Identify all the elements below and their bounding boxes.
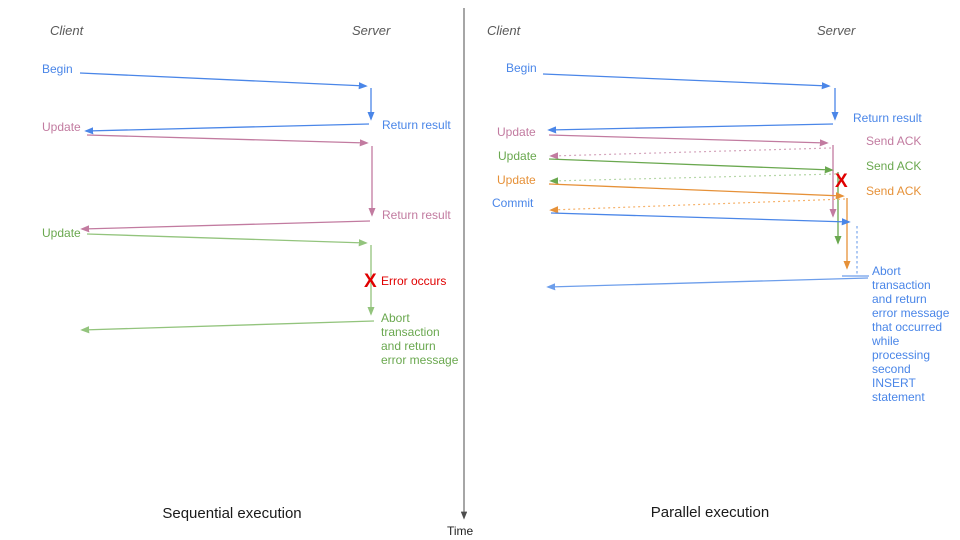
left-client-header: Client xyxy=(50,23,84,38)
right-ack2-dotted xyxy=(549,173,837,185)
right-diagram-arrows xyxy=(542,73,869,291)
right-error-x-mark: X xyxy=(835,171,848,192)
left-update2-label: Update xyxy=(42,226,81,240)
right-ack1-label: Send ACK xyxy=(866,134,922,148)
left-error-label: Error occurs xyxy=(381,274,447,288)
right-update2-label: Update xyxy=(498,149,537,163)
right-ack2-label: Send ACK xyxy=(866,159,922,173)
left-server-header: Server xyxy=(352,23,391,38)
time-axis-label: Time xyxy=(447,524,474,538)
right-abort-arrow xyxy=(546,277,869,291)
right-server-header: Server xyxy=(817,23,856,38)
right-ack3-label: Send ACK xyxy=(866,184,922,198)
right-begin-arrow xyxy=(542,73,831,90)
left-return2-arrow xyxy=(80,220,371,233)
left-update1-label: Update xyxy=(42,120,81,134)
right-update2-arrow xyxy=(548,158,834,174)
left-begin-arrow xyxy=(79,72,368,90)
right-ack3-dotted xyxy=(549,198,846,214)
right-abort-note: Abort transaction and return error messa… xyxy=(872,264,950,404)
left-diagram-arrows xyxy=(79,72,376,334)
right-update1-label: Update xyxy=(497,125,536,139)
right-begin-label: Begin xyxy=(506,61,537,75)
right-commit-label: Commit xyxy=(492,196,534,210)
left-begin-label: Begin xyxy=(42,62,73,76)
right-update1-arrow xyxy=(548,134,829,147)
right-ack1-dotted xyxy=(549,147,832,160)
left-abort-note: Abort transaction and return error messa… xyxy=(381,311,459,367)
right-update3-label: Update xyxy=(497,173,536,187)
right-update3-arrow xyxy=(548,183,845,200)
left-abort-arrow xyxy=(80,320,375,334)
left-return-result1-label: Return result xyxy=(382,118,451,132)
left-caption: Sequential execution xyxy=(162,505,302,522)
right-client-header: Client xyxy=(487,23,521,38)
right-return-arrow xyxy=(547,123,834,134)
right-caption: Parallel execution xyxy=(650,504,770,521)
left-update1-arrow xyxy=(86,134,369,147)
left-return-result2-label: Return result xyxy=(382,208,451,222)
left-error-x-mark: X xyxy=(364,271,377,292)
left-update2-arrow xyxy=(86,233,368,247)
left-return1-arrow xyxy=(84,123,370,135)
right-return-result-label: Return result xyxy=(853,111,922,125)
right-commit-arrow xyxy=(550,212,851,226)
